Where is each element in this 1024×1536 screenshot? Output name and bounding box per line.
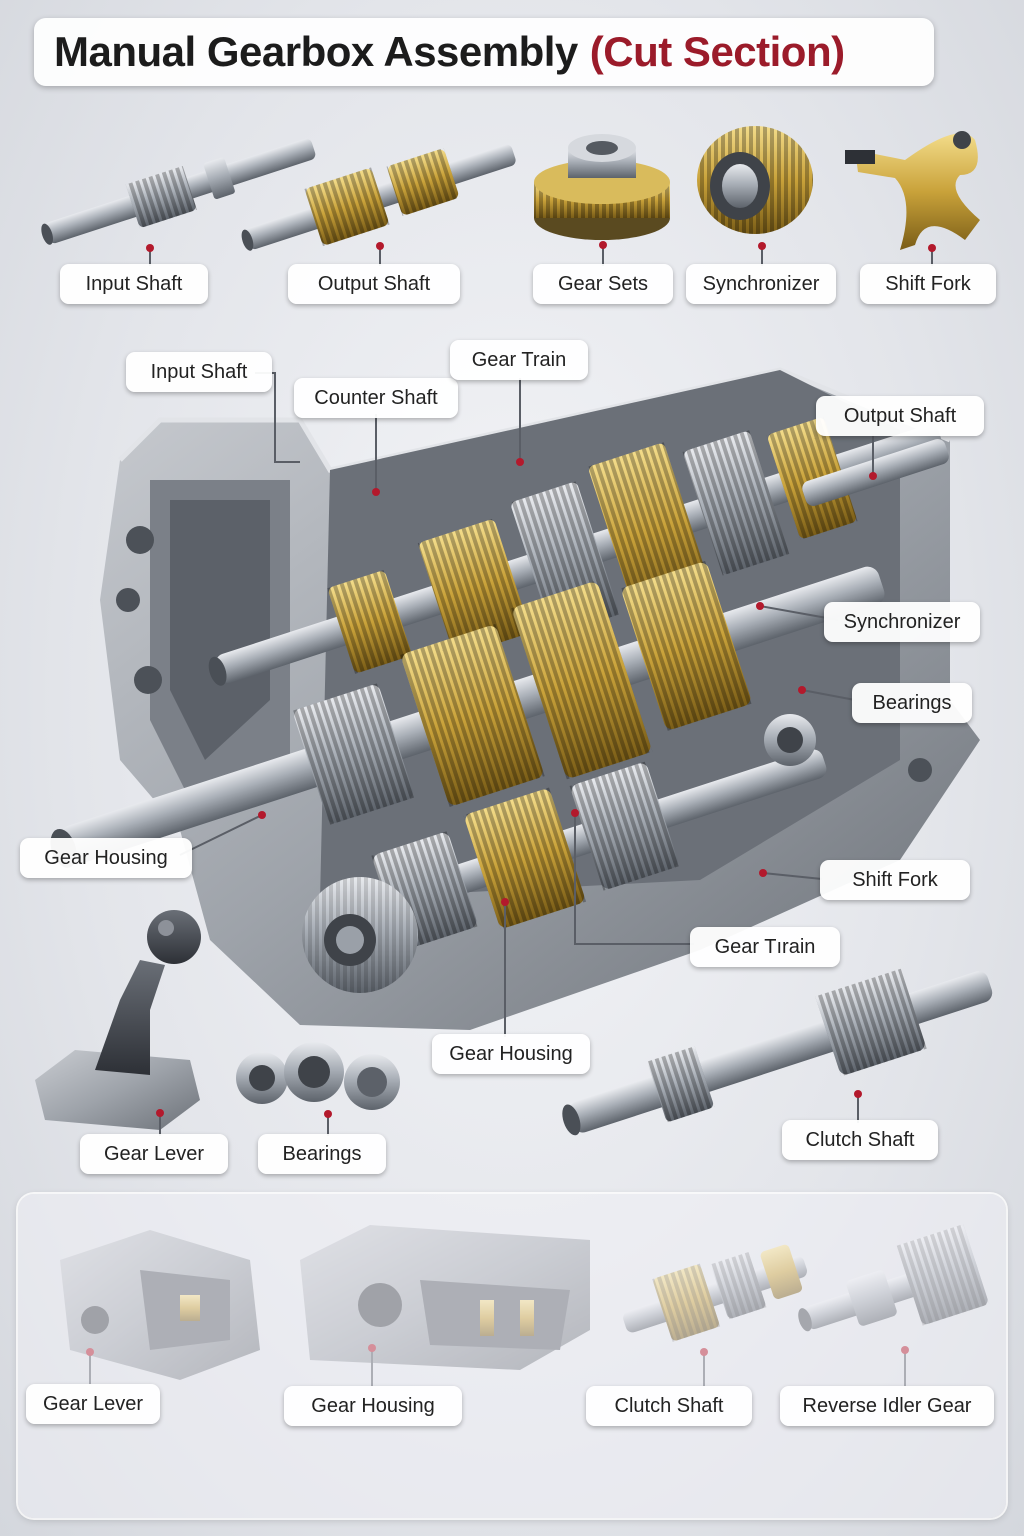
label-panel-gear-housing: Gear Housing [284,1386,462,1426]
label-main-bearings: Bearings [852,683,972,723]
label-lower-gear-lever: Gear Lever [80,1134,228,1174]
title-accent: (Cut Section) [589,28,845,75]
label-main-shift-fork: Shift Fork [820,860,970,900]
label-main-gear-train-top: Gear Train [450,340,588,380]
top-input-shaft-part [41,138,316,245]
bottom-components-panel [18,1194,1006,1518]
label-main-output-shaft: Output Shaft [816,396,984,436]
label-lower-clutch-shaft: Clutch Shaft [782,1120,938,1160]
leader-lines [89,245,933,1386]
label-top-synchronizer: Synchronizer [686,264,836,304]
label-top-input-shaft: Input Shaft [60,264,208,304]
title-main: Manual Gearbox Assembly [54,28,578,75]
page-title: Manual Gearbox Assembly (Cut Section) [34,18,934,86]
lower-gear-lever-part [35,910,201,1130]
lower-bearings-part [236,1042,400,1110]
label-top-output-shaft: Output Shaft [288,264,460,304]
top-synchronizer-part [697,126,813,234]
label-panel-reverse-idler-gear: Reverse Idler Gear [780,1386,994,1426]
label-top-gear-sets: Gear Sets [533,264,673,304]
top-shift-fork-part [845,131,980,250]
main-gear-train [50,416,949,993]
label-top-shift-fork: Shift Fork [860,264,996,304]
lower-clutch-shaft-part [562,968,993,1136]
label-panel-clutch-shaft: Clutch Shaft [586,1386,752,1426]
top-gear-sets-part [534,134,670,240]
label-main-gear-housing-bottom: Gear Housing [432,1034,590,1074]
top-output-shaft-part [241,144,516,251]
label-main-gear-train-bottom: Gear Tırain [690,927,840,967]
label-main-synchronizer: Synchronizer [824,602,980,642]
label-panel-gear-lever: Gear Lever [26,1384,160,1424]
label-lower-bearings: Bearings [258,1134,386,1174]
label-main-input-shaft: Input Shaft [126,352,272,392]
label-main-gear-housing-left: Gear Housing [20,838,192,878]
label-main-counter-shaft: Counter Shaft [294,378,458,418]
